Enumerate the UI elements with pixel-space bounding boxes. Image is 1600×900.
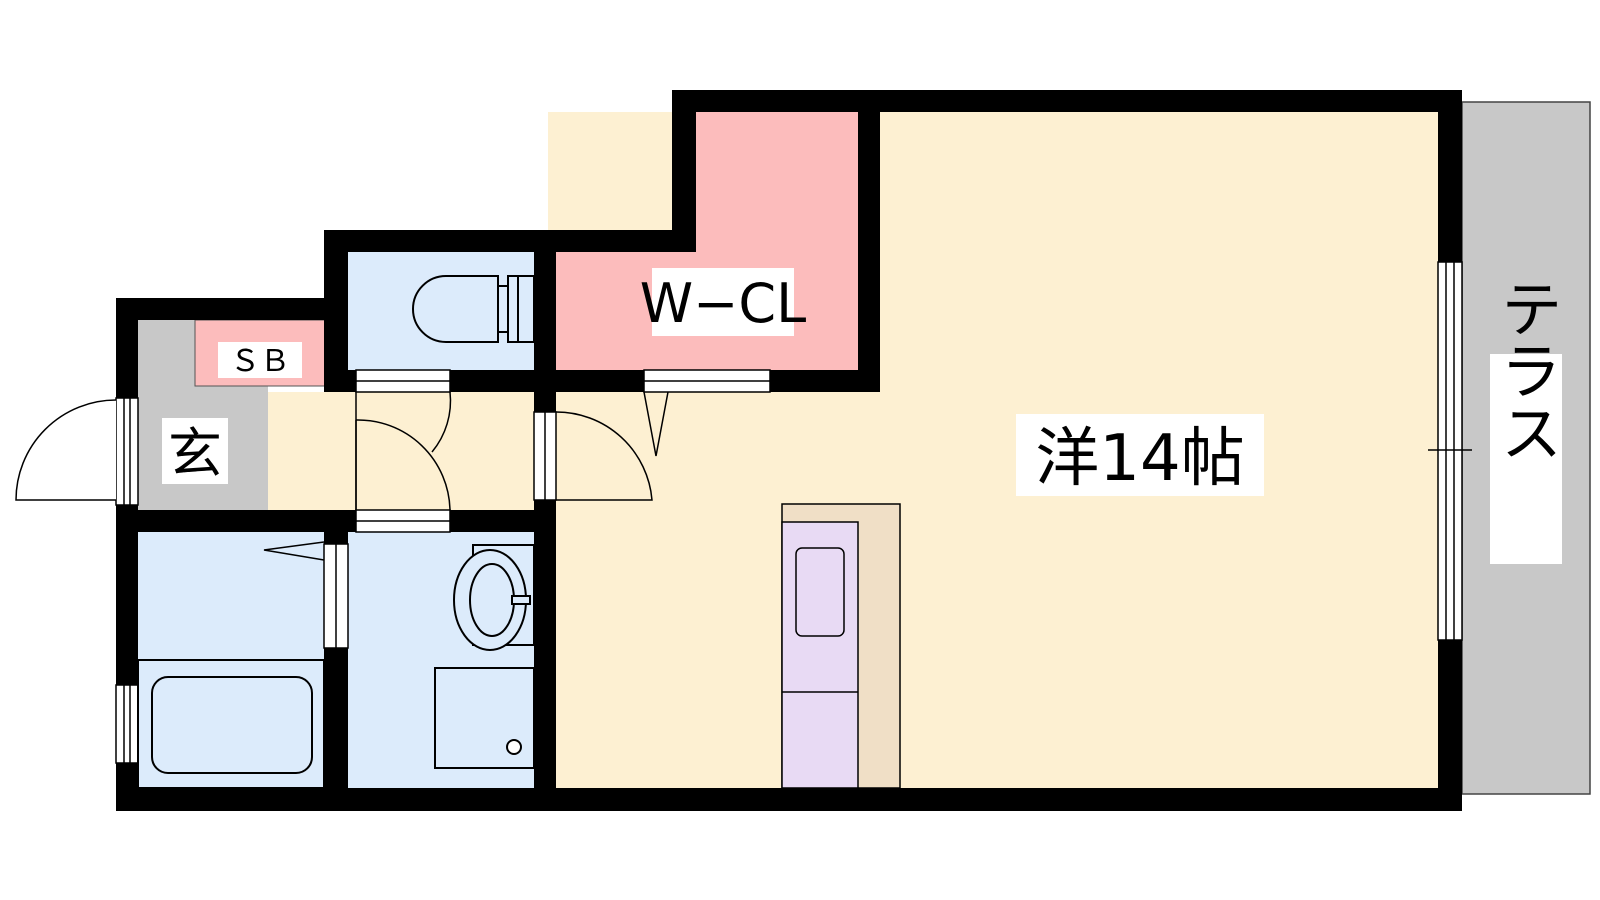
bathtub — [137, 659, 325, 789]
western-room-label: 洋14帖 — [1035, 422, 1244, 496]
shoe-box-label: ＳＢ — [230, 344, 290, 379]
terrace-label-group: テラス — [1490, 277, 1563, 564]
corridor-floor — [268, 392, 550, 510]
entrance-label-group: 玄 — [162, 418, 228, 485]
western-room-label-group: 洋14帖 — [1016, 414, 1264, 496]
entrance-door — [15, 397, 139, 506]
shoe-box-label-group: ＳＢ — [218, 342, 302, 379]
terrace-label: テラス — [1490, 277, 1563, 463]
entrance-label: 玄 — [168, 422, 222, 485]
room-door — [533, 411, 653, 501]
bathroom-door — [263, 541, 349, 649]
walls — [116, 90, 1462, 811]
toilet-fixture — [412, 275, 535, 343]
toilet-door — [355, 369, 452, 510]
bathroom-window — [115, 684, 139, 764]
closet-door — [643, 369, 771, 457]
walk-in-closet-label: W−CL — [640, 272, 806, 335]
wash-basin — [453, 544, 535, 651]
washroom-door — [355, 419, 451, 533]
walk-in-closet-label-group: W−CL — [640, 268, 806, 336]
kitchen-counter — [781, 503, 901, 789]
washing-machine-pan — [434, 667, 535, 769]
terrace-window — [1428, 261, 1472, 641]
